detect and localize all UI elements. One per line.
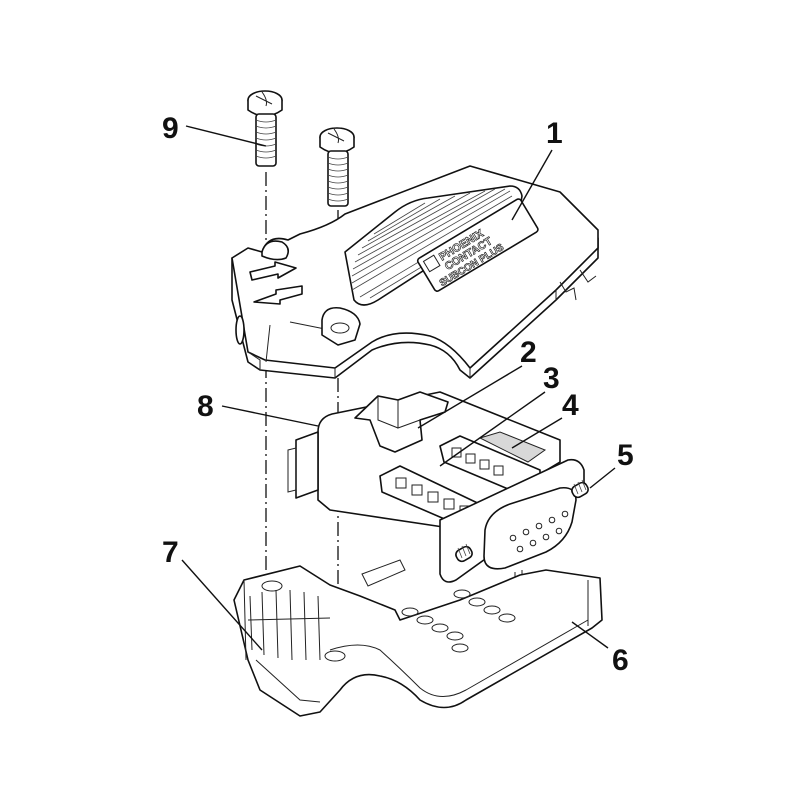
callout-6: 6 [612, 644, 629, 677]
leader-4 [511, 417, 563, 449]
base-holes [401, 589, 516, 653]
leader-7 [181, 559, 263, 651]
callout-7: 7 [162, 536, 179, 569]
leader-5 [589, 467, 616, 489]
callout-9: 9 [162, 112, 179, 145]
leader-1 [511, 149, 553, 221]
cover-screw-right [319, 127, 355, 207]
cover-screw-left [247, 90, 283, 167]
callout-3: 3 [543, 362, 560, 395]
housing-cover: PHOENIX CONTACT SUBCON PLUS [231, 165, 599, 379]
dsub-pins [509, 510, 569, 553]
arrow-left-icon [253, 285, 303, 305]
leader-2 [417, 365, 523, 429]
callout-5: 5 [617, 439, 634, 472]
callout-4: 4 [562, 389, 579, 422]
callout-8: 8 [197, 390, 214, 423]
callout-1: 1 [546, 117, 563, 150]
arrow-right-icon [249, 261, 297, 281]
grip-ribs [351, 188, 517, 299]
callout-2: 2 [520, 336, 537, 369]
connector-insert [287, 391, 589, 593]
locking-screw-left [455, 543, 473, 563]
locking-screw-right [571, 479, 589, 499]
housing-base [233, 559, 603, 717]
dsub-shell [483, 486, 577, 570]
callout-labels: 1 2 3 4 5 6 7 8 9 [162, 112, 634, 677]
leader-lines [181, 125, 616, 651]
leader-9 [185, 125, 267, 147]
cable-grip-ribs [247, 580, 346, 662]
leader-3 [439, 391, 546, 467]
leader-6 [571, 621, 609, 649]
leader-8 [221, 405, 319, 427]
